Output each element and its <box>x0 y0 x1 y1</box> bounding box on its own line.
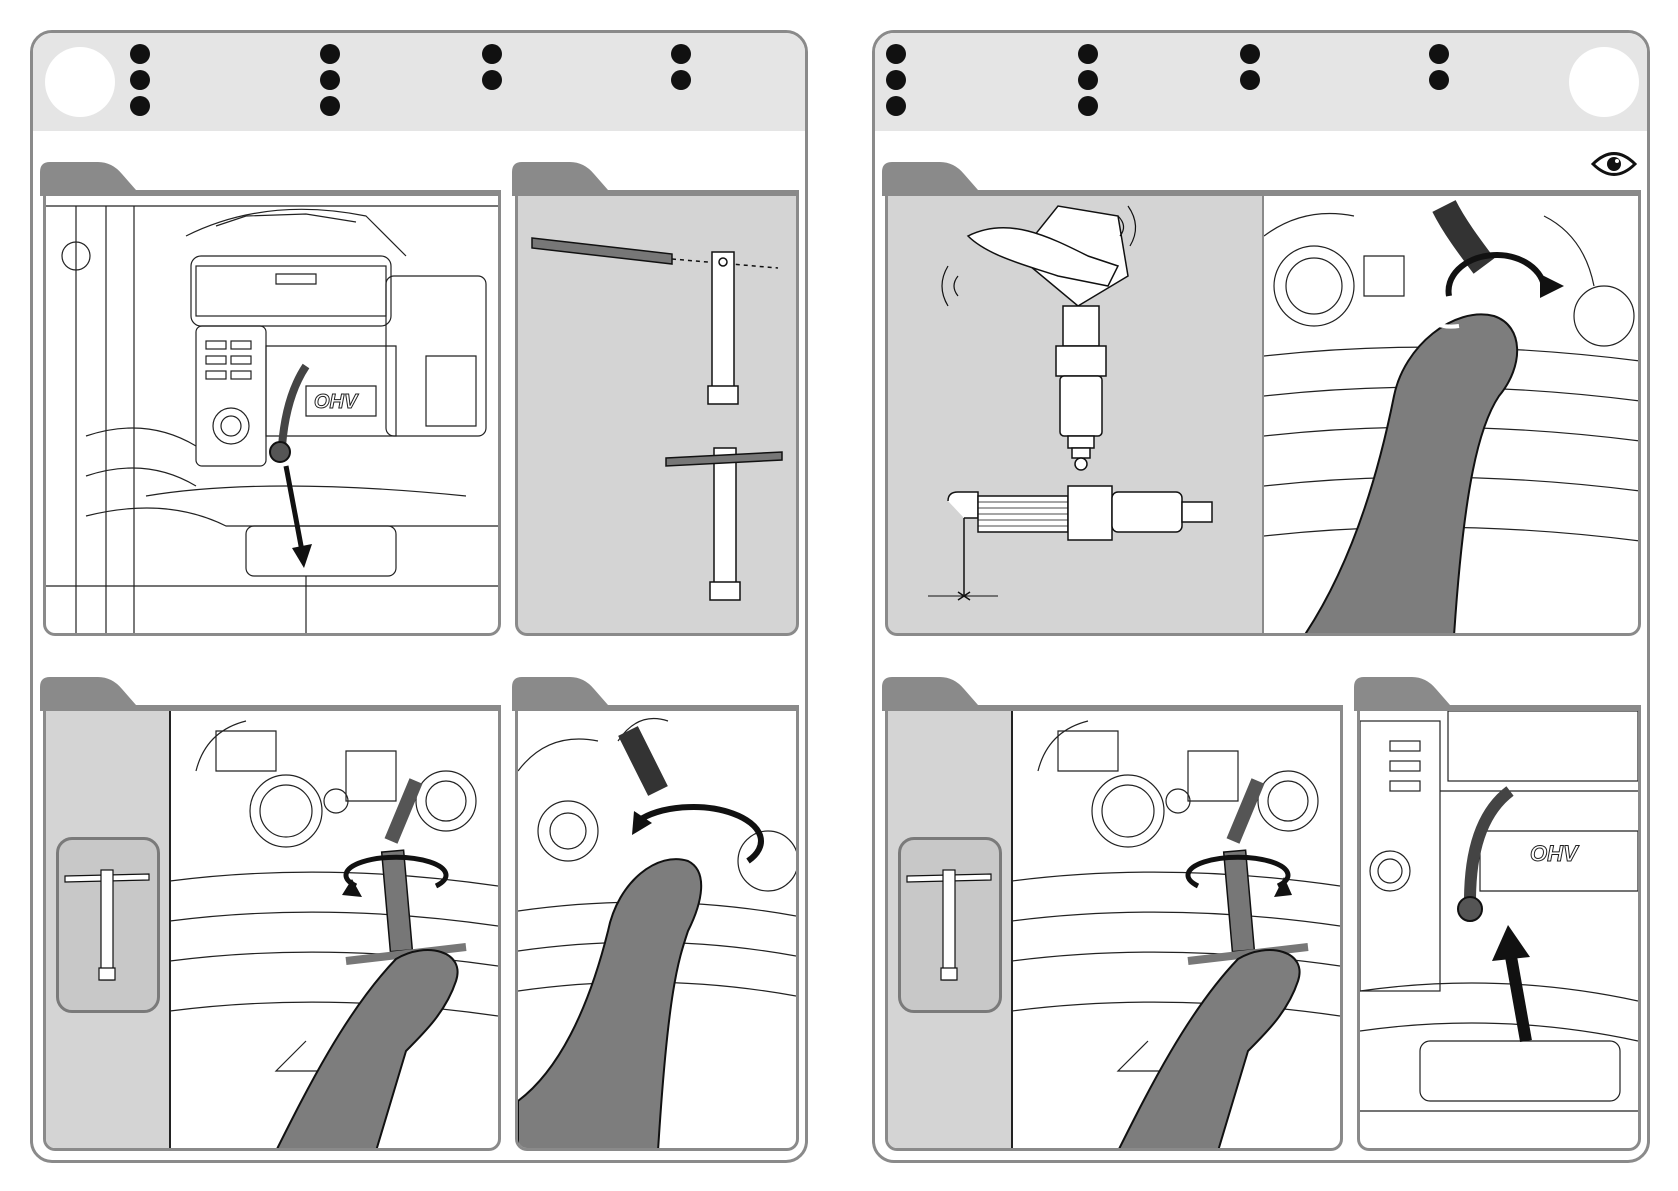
engine-illustration: OHV <box>46 196 498 636</box>
bullet-dot <box>130 96 150 116</box>
panel-g <box>885 705 1343 1151</box>
fit-plug-illustration <box>1264 196 1640 636</box>
panel-d <box>515 705 799 1151</box>
bullet-dot <box>482 70 502 90</box>
eye-icon <box>1591 149 1637 179</box>
panel-h: OHV <box>1357 705 1641 1151</box>
bullet-dot <box>671 44 691 64</box>
bullet-dot <box>320 96 340 116</box>
bullet-dot <box>1078 96 1098 116</box>
bullet-dot <box>886 44 906 64</box>
bullet-dot <box>1078 70 1098 90</box>
bullet-dot <box>671 70 691 90</box>
page-header-band <box>875 33 1647 131</box>
step-number-circle <box>1569 47 1639 117</box>
footer-gap <box>407 1156 435 1160</box>
panel-e <box>885 190 1263 636</box>
wrench-inset-card <box>898 837 1002 1013</box>
manual-page-left: OHV <box>30 30 808 1163</box>
bullet-dot <box>1429 70 1449 90</box>
remove-plug-illustration <box>518 711 796 1151</box>
panel-f <box>1263 190 1641 636</box>
ohv-label: OHV <box>1530 841 1580 866</box>
bullet-dot <box>130 44 150 64</box>
wrench-icon <box>59 840 157 1010</box>
panel-c <box>43 705 501 1151</box>
bullet-dot <box>886 70 906 90</box>
bullet-dot <box>320 70 340 90</box>
wrench-icon <box>901 840 999 1010</box>
bullet-dot <box>886 96 906 116</box>
clean-gap-illustration <box>888 196 1263 636</box>
manual-page-right: OHV <box>872 30 1650 1163</box>
bullet-dot <box>1240 44 1260 64</box>
wrench-inset-card <box>56 837 160 1013</box>
bullet-dot <box>130 70 150 90</box>
bullet-dot <box>1078 44 1098 64</box>
panel-a: OHV <box>43 190 501 636</box>
panel-b <box>515 190 799 636</box>
reconnect-lead-illustration: OHV <box>1360 711 1638 1151</box>
bullet-dot <box>1240 70 1260 90</box>
footer-gap <box>1249 1156 1277 1160</box>
bullet-dot <box>1429 44 1449 64</box>
bullet-dot <box>482 44 502 64</box>
bullet-dot <box>320 44 340 64</box>
step-number-circle <box>45 47 115 117</box>
ohv-label: OHV <box>314 391 359 413</box>
wrench-illustration <box>518 196 796 636</box>
